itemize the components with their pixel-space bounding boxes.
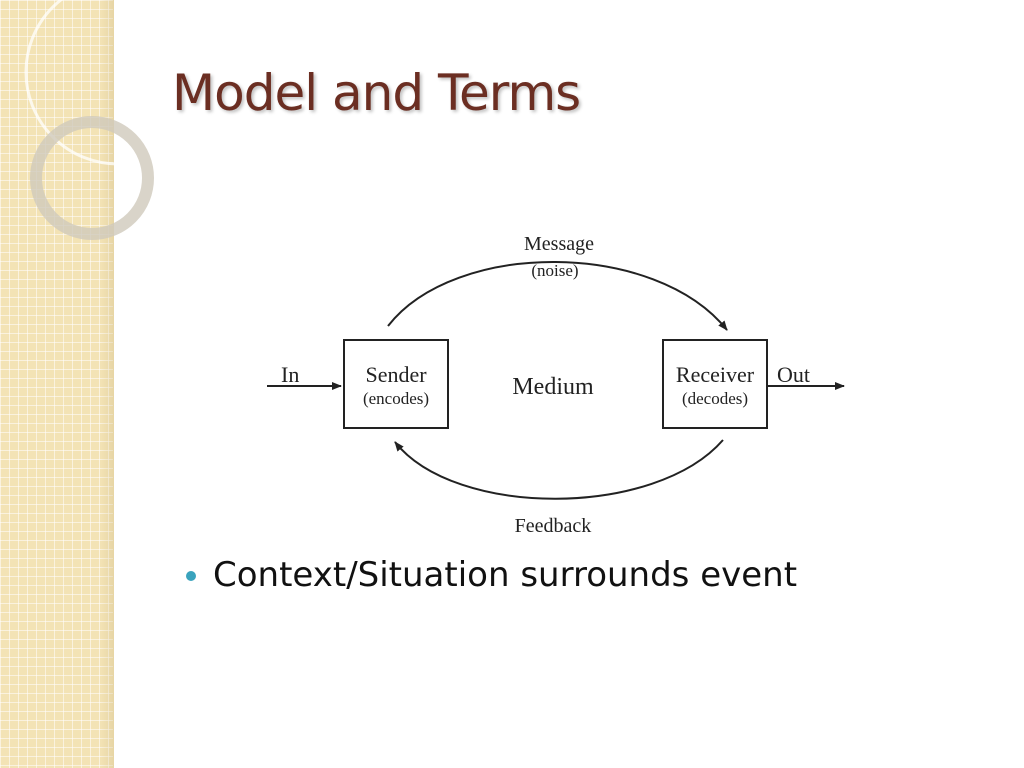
receiver-sublabel: (decodes) [682, 389, 748, 408]
feedback-label: Feedback [515, 515, 592, 537]
receiver-label: Receiver [676, 362, 755, 387]
decorative-ring-large [24, 0, 180, 166]
sender-sublabel: (encodes) [363, 389, 429, 408]
bullet-item: Context/Situation surrounds event [186, 555, 797, 595]
message-arrow [387, 261, 728, 331]
communication-model-diagram: Message (noise) Feedback In Sender (enco… [267, 233, 845, 537]
input-label: In [281, 362, 299, 387]
output-label: Out [777, 362, 810, 387]
noise-label: (noise) [531, 261, 578, 280]
decorative-ring-small [30, 116, 154, 240]
bullet-text: Context/Situation surrounds event [213, 555, 798, 595]
receiver-box [662, 339, 768, 429]
sender-box [343, 339, 449, 429]
message-label: Message [524, 233, 594, 255]
bullet-dot-icon [186, 571, 196, 581]
side-band-shade [100, 0, 113, 768]
feedback-arrow [394, 439, 724, 500]
medium-label: Medium [512, 374, 594, 400]
slide-title: Model and Terms [172, 64, 581, 122]
decorative-rings [24, 0, 180, 240]
sender-label: Sender [365, 362, 427, 387]
